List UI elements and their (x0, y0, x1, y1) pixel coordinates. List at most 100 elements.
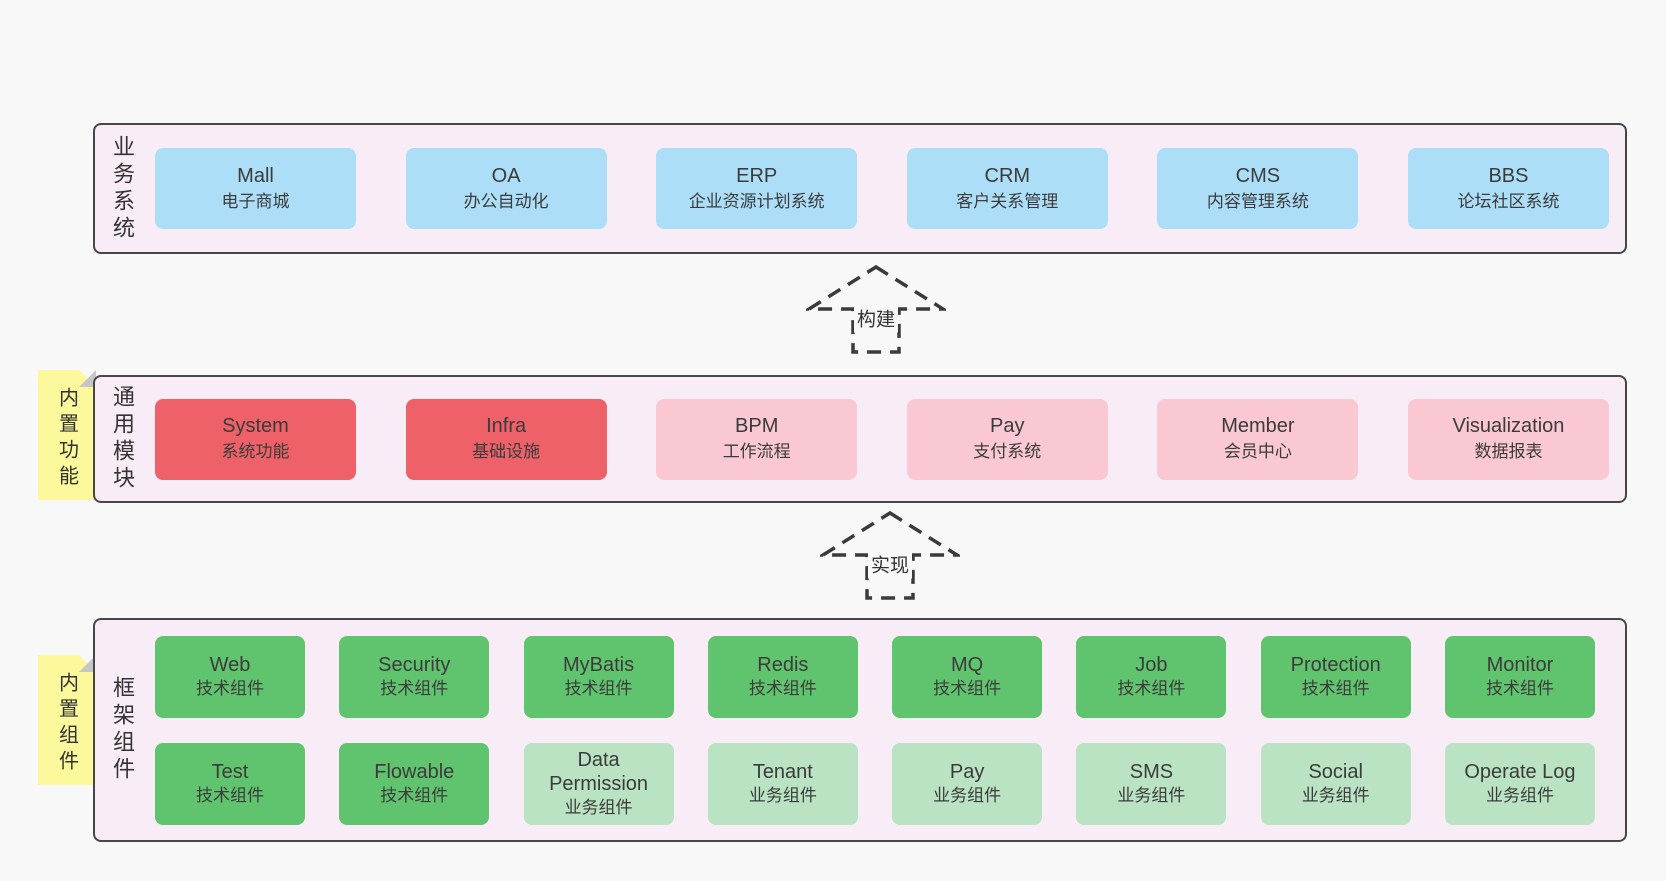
box-desc: 工作流程 (722, 442, 791, 461)
box-name: Mall (237, 164, 274, 187)
box-desc: 技术组件 (933, 678, 1002, 698)
box-erp: ERP 企业资源计划系统 (656, 148, 858, 229)
box-name: Monitor (1486, 653, 1554, 676)
box-desc: 技术组件 (380, 785, 449, 805)
box-desc: 技术组件 (1485, 678, 1554, 698)
box-desc: 电子商城 (221, 191, 290, 211)
box-name: System (222, 415, 289, 437)
box-desc: 技术组件 (196, 785, 264, 805)
box-name: Pay (990, 415, 1025, 437)
box-desc: 论坛社区系统 (1457, 191, 1560, 211)
band-label: 框架组件 (110, 676, 135, 784)
box-name: Operate Log (1464, 760, 1576, 783)
arrow-implement: 实现 (820, 509, 960, 601)
box-name: MyBatis (563, 653, 635, 676)
box-name: Protection (1290, 653, 1381, 676)
box-name: Tenant (752, 760, 813, 783)
band-label: 通用模块 (110, 385, 135, 493)
box-name: Job (1135, 653, 1168, 676)
box-desc: 技术组件 (1301, 678, 1370, 698)
box-desc: 会员中心 (1223, 442, 1292, 461)
box-desc: 业务组件 (1485, 785, 1554, 805)
band-rows: System 系统功能 Infra 基础设施 BPM 工作流程 Pay 支付系统 Member 会… (155, 377, 1609, 501)
box-infra: Infra 基础设施 (405, 398, 607, 480)
component-row: Mall 电子商城 OA 办公自动化 ERP 企业资源计划系统 CRM 客户关系管理 CMS 内容… (155, 148, 1609, 229)
box-name: BPM (735, 415, 779, 437)
box-name: CMS (1235, 164, 1281, 187)
box-name: Visualization (1452, 415, 1565, 437)
box-desc: 支付系统 (973, 442, 1042, 461)
box-name: Flowable (374, 760, 455, 783)
box-desc: 技术组件 (196, 678, 264, 698)
box-name: Infra (486, 415, 527, 437)
box-name: Data Permission (549, 748, 649, 795)
box-name: SMS (1129, 760, 1174, 783)
box-system: System 系统功能 (155, 398, 356, 480)
box-visualization: Visualization 数据报表 (1407, 398, 1609, 480)
arrow-label: 实现 (867, 549, 913, 579)
box-pay: Pay 支付系统 (906, 398, 1108, 480)
box-desc: 技术组件 (564, 678, 633, 698)
arrow-label: 构建 (853, 303, 899, 333)
box-name: CRM (984, 164, 1031, 187)
box-name: Pay (949, 760, 985, 783)
box-desc: 技术组件 (748, 678, 817, 698)
box-member: Member 会员中心 (1157, 398, 1359, 480)
box-desc: 业务组件 (564, 797, 633, 817)
box-desc: 系统功能 (221, 442, 290, 461)
box-name: OA (491, 164, 521, 187)
box-bpm: BPM 工作流程 (656, 398, 858, 480)
box-desc: 业务组件 (1301, 785, 1370, 805)
box-name: BBS (1488, 164, 1529, 187)
box-desc: 客户关系管理 (956, 191, 1059, 211)
arrow-build: 构建 (806, 263, 946, 355)
box-cms: CMS 内容管理系统 (1157, 148, 1359, 229)
sticky-note-label: 内置组件 (55, 671, 78, 776)
box-name: Test (211, 760, 249, 783)
sticky-note-built-in-functions: 内置功能 (38, 370, 96, 500)
box-name: Security (378, 653, 451, 676)
box-desc: 业务组件 (748, 785, 817, 805)
band-common-modules: 通用模块 System 系统功能 Infra 基础设施 BPM 工作流程 Pay 支付系统 Me… (93, 375, 1627, 503)
box-name: ERP (736, 164, 778, 187)
band-rows: Mall 电子商城 OA 办公自动化 ERP 企业资源计划系统 CRM 客户关系管理 CMS 内容… (155, 125, 1609, 252)
box-desc: 技术组件 (1117, 678, 1186, 698)
box-desc: 企业资源计划系统 (688, 191, 825, 211)
box-desc: 业务组件 (933, 785, 1002, 805)
band-business-systems: 业务系统 Mall 电子商城 OA 办公自动化 ERP 企业资源计划系统 CRM 客户关系管理… (93, 123, 1627, 254)
box-mall: Mall 电子商城 (155, 148, 356, 229)
component-row: System 系统功能 Infra 基础设施 BPM 工作流程 Pay 支付系统 Member 会… (155, 398, 1609, 480)
box-desc: 内容管理系统 (1206, 191, 1309, 211)
sticky-note-built-in-components: 内置组件 (38, 655, 96, 785)
box-desc: 业务组件 (1117, 785, 1186, 805)
box-name: Web (209, 653, 251, 676)
box-desc: 基础设施 (472, 442, 541, 461)
band-label: 业务系统 (110, 134, 135, 243)
box-oa: OA 办公自动化 (405, 148, 607, 229)
box-desc: 数据报表 (1474, 442, 1543, 461)
box-crm: CRM 客户关系管理 (906, 148, 1108, 229)
box-name: Member (1221, 415, 1295, 437)
box-desc: 办公自动化 (463, 191, 549, 211)
box-name: Redis (757, 653, 809, 676)
